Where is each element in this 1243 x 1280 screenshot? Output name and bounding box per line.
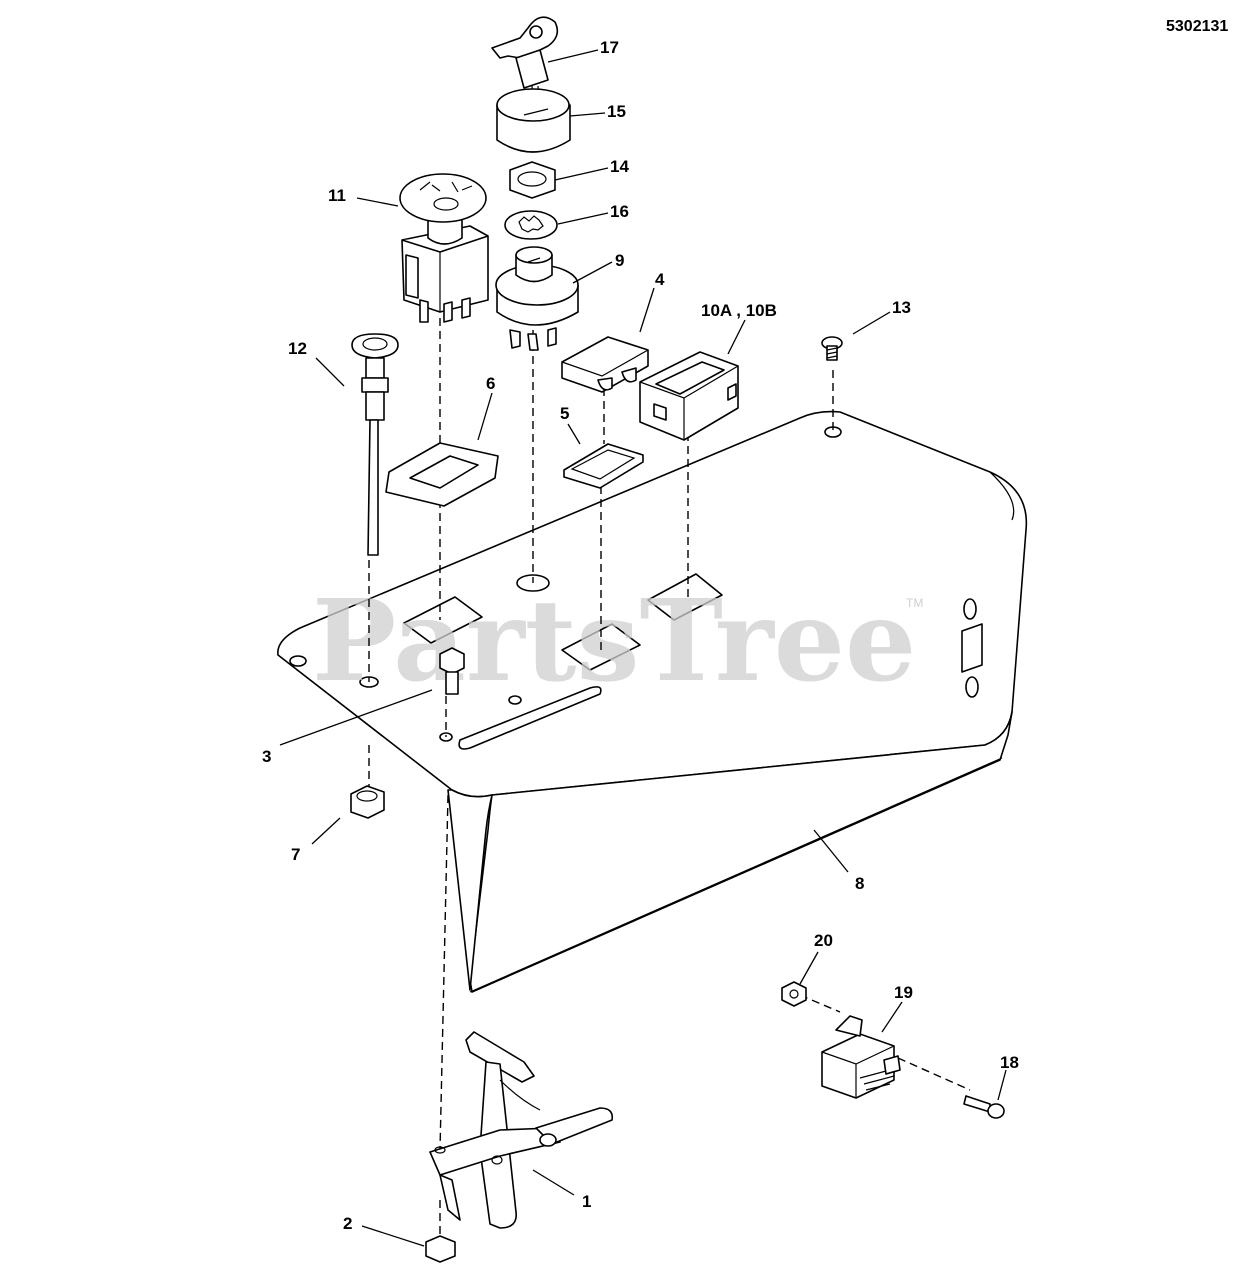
callout-11: 11	[328, 186, 346, 205]
hex-nut-14[interactable]	[509, 161, 556, 199]
panel-hole-left	[289, 655, 307, 667]
callout-13: 13	[892, 298, 911, 317]
diagram-reference-number: 5302131	[1166, 18, 1228, 35]
callout-17: 17	[600, 38, 619, 57]
callout-12: 12	[288, 339, 307, 358]
callout-18: 18	[1000, 1053, 1019, 1072]
callout-16: 16	[610, 202, 629, 221]
ignition-switch-9[interactable]	[495, 246, 579, 351]
callout-4: 4	[655, 270, 665, 289]
callout-5: 5	[560, 404, 569, 423]
nut-2[interactable]	[425, 1235, 456, 1263]
callout-1: 1	[582, 1192, 591, 1211]
cable-knob-12[interactable]	[351, 333, 399, 556]
star-washer-16[interactable]	[504, 210, 558, 240]
callout-3: 3	[262, 747, 271, 766]
panel-side-slot	[961, 623, 983, 673]
bolt-3[interactable]	[439, 647, 465, 695]
rocker-switch-10[interactable]	[639, 351, 739, 441]
callout-2: 2	[343, 1214, 352, 1233]
panel-hole-small	[508, 695, 522, 705]
lever-bracket-1[interactable]	[429, 1031, 614, 1229]
ignition-cap-15[interactable]	[496, 88, 571, 153]
watermark: PartsTree	[312, 576, 916, 707]
callouts: 17 15 14 16 9 11 4 10A , 10B 13 12 6 5 3…	[262, 38, 1019, 1233]
callout-9: 9	[615, 251, 624, 270]
callout-14: 14	[610, 157, 629, 176]
bezel-6[interactable]	[385, 442, 499, 507]
callout-7: 7	[291, 845, 300, 864]
screw-13[interactable]	[821, 336, 843, 361]
leader-lines	[279, 49, 1007, 1247]
callout-19: 19	[894, 983, 913, 1002]
nut-20[interactable]	[781, 981, 807, 1007]
nut-7[interactable]	[350, 785, 385, 819]
callout-10: 10A , 10B	[701, 301, 777, 320]
panel-cutout-pto	[403, 596, 483, 644]
panel-side-hole-top	[963, 598, 977, 620]
circuit-breaker-19[interactable]	[821, 1015, 901, 1099]
callout-15: 15	[607, 102, 626, 121]
screw-18[interactable]	[963, 1095, 1005, 1119]
callout-6: 6	[486, 374, 495, 393]
switch-cover-4[interactable]	[561, 336, 649, 393]
pto-switch-11[interactable]	[399, 173, 489, 323]
panel-cutout-10	[647, 573, 723, 621]
callout-8: 8	[855, 874, 864, 893]
watermark-tm: TM	[906, 596, 923, 610]
gasket-5[interactable]	[563, 443, 644, 489]
panel-slot	[458, 686, 602, 750]
callout-20: 20	[814, 931, 833, 950]
panel-side-hole-bottom	[965, 676, 979, 698]
